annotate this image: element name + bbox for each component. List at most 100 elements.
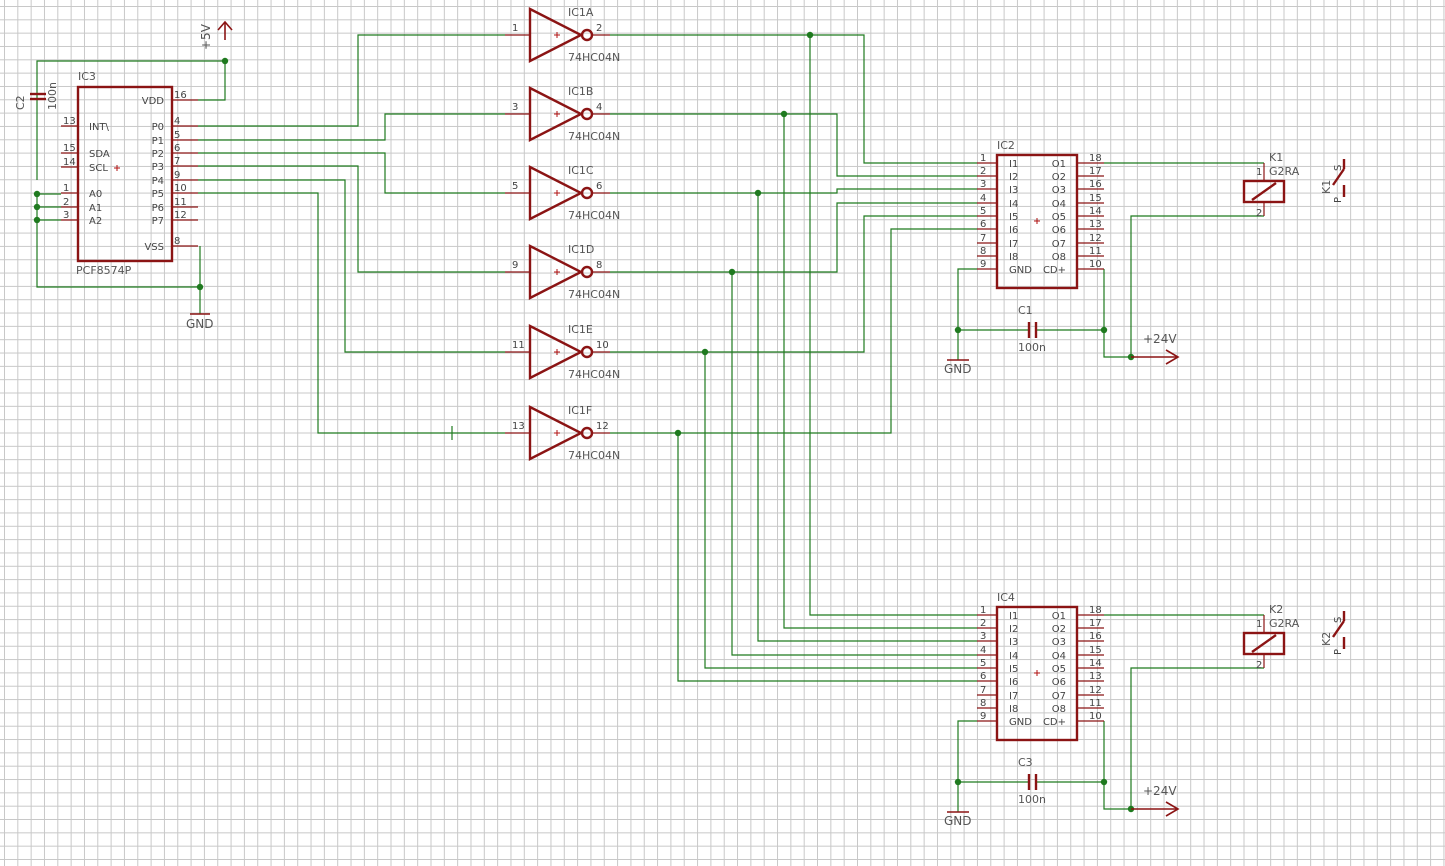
driver-pin-number: 17 [1089, 166, 1102, 177]
driver-pin-label: O1 [1052, 611, 1066, 622]
driver-pin-label: O8 [1052, 252, 1066, 263]
driver-pin-label: I2 [1009, 172, 1018, 183]
driver-pin-label: I7 [1009, 239, 1018, 250]
p5-wire [198, 192, 505, 434]
inverter-to-ic2-wire [610, 188, 977, 194]
inverter-pin-number: 3 [512, 102, 518, 113]
junction-dot [1100, 778, 1108, 786]
driver-pin-number: 4 [980, 645, 986, 656]
inverter-to-ic2-wire [610, 228, 977, 434]
relay-contact [1332, 620, 1345, 638]
driver-pin-label: O5 [1052, 212, 1066, 223]
driver-pin-label: O3 [1052, 185, 1066, 196]
ic3-pin-label: VSS [144, 242, 164, 253]
cd-wire [1103, 269, 1131, 358]
driver-pin-label: GND [1009, 717, 1032, 728]
driver-pin-label: O7 [1052, 691, 1066, 702]
driver-name: IC4 [997, 591, 1015, 604]
ic3-body [76, 85, 174, 263]
driver-pin-label: I2 [1009, 624, 1018, 635]
gnd-label: GND [944, 814, 972, 828]
driver-pin-label: I8 [1009, 252, 1018, 263]
ic3-pin-number: 7 [174, 156, 180, 167]
driver-pin-label: I5 [1009, 212, 1018, 223]
ic3-pin-number: 16 [174, 90, 187, 101]
driver-pin-label: O4 [1052, 199, 1066, 210]
ic3-pin-number: 10 [174, 183, 187, 194]
driver-pin-number: 3 [980, 179, 986, 190]
inverter-pin-number: 10 [596, 340, 609, 351]
relay-contact-pin: S [1333, 165, 1344, 171]
junction-dot [33, 190, 41, 198]
ic3-pin-label: SDA [89, 149, 110, 160]
driver-pin-number: 2 [980, 618, 986, 629]
ic3-pin-number: 4 [174, 116, 180, 127]
ic3-pin-label: P6 [152, 203, 164, 214]
inverter-pin-number: 5 [512, 181, 518, 192]
relay-supply-wire [1130, 215, 1264, 357]
symbols: IC3PCF8574P13INT\15SDA14SCL1A02A13A216VD… [14, 6, 1346, 828]
driver-pin-number: 4 [980, 193, 986, 204]
driver-pin-label: GND [1009, 265, 1032, 276]
driver-pin-number: 12 [1089, 233, 1102, 244]
plus24v-label: +24V [1143, 332, 1177, 346]
driver-pin-number: 7 [980, 685, 986, 696]
driver-pin-number: 11 [1089, 698, 1102, 709]
driver-pin-number: 9 [980, 711, 986, 722]
gnd-label: GND [944, 362, 972, 376]
junction-dot [33, 203, 41, 211]
ic3-pin-label: P0 [152, 122, 164, 133]
driver-body [995, 153, 1079, 290]
junction-dot [674, 429, 682, 437]
ic3-pin-number: 1 [63, 183, 69, 194]
ic3-pin-label: A2 [89, 216, 102, 227]
ic3-pin-number: 15 [63, 143, 76, 154]
inverter-name: IC1B [568, 85, 593, 98]
driver-body [995, 605, 1079, 742]
relay-contact [1332, 168, 1345, 186]
driver-pin-label: O7 [1052, 239, 1066, 250]
junction-dot [33, 216, 41, 224]
ic3-pin-number: 13 [63, 116, 76, 127]
relay-name: K2 [1269, 603, 1283, 616]
driver-pin-label: O6 [1052, 225, 1066, 236]
driver-pin-number: 12 [1089, 685, 1102, 696]
inverter-name: IC1F [568, 404, 592, 417]
driver-gnd-wire [957, 720, 977, 812]
driver-pin-number: 6 [980, 219, 986, 230]
ic3-pin-number: 5 [174, 130, 180, 141]
driver-pin-number: 7 [980, 233, 986, 244]
cd-wire [1103, 721, 1131, 810]
driver-pin-number: 13 [1089, 671, 1102, 682]
inverter-name: IC1E [568, 323, 593, 336]
driver-pin-label: I7 [1009, 691, 1018, 702]
relay-value: G2RA [1269, 617, 1300, 630]
inverter-pin-number: 8 [596, 260, 602, 271]
gnd-label: GND [186, 317, 214, 331]
junction-dot [954, 326, 962, 334]
driver-pin-number: 13 [1089, 219, 1102, 230]
inverter-value: 74HC04N [568, 51, 620, 64]
driver-pin-label: O1 [1052, 159, 1066, 170]
junction-dot [1100, 326, 1108, 334]
driver-pin-number: 1 [980, 605, 986, 616]
inverter-to-ic2-wire [610, 113, 977, 177]
p3-wire [198, 165, 505, 273]
ic3-pin-label: A1 [89, 203, 102, 214]
driver-pin-label: O2 [1052, 172, 1066, 183]
junction-dot [780, 110, 788, 118]
relay-value: G2RA [1269, 165, 1300, 178]
ic3-pin-label: SCL [89, 163, 108, 174]
junction-dot [728, 268, 736, 276]
driver-pin-label: I3 [1009, 185, 1018, 196]
relay-contact-name: K1 [1320, 180, 1333, 194]
inverter-to-ic2-wire [610, 215, 977, 353]
relay-pin-number: 2 [1256, 208, 1262, 219]
driver-pin-label: I4 [1009, 199, 1018, 210]
junction-dot [954, 778, 962, 786]
junction-dot [754, 189, 762, 197]
ic3-pin-label: P1 [152, 136, 164, 147]
ic3-pin-number: 14 [63, 157, 76, 168]
cap-name: C3 [1018, 756, 1033, 769]
